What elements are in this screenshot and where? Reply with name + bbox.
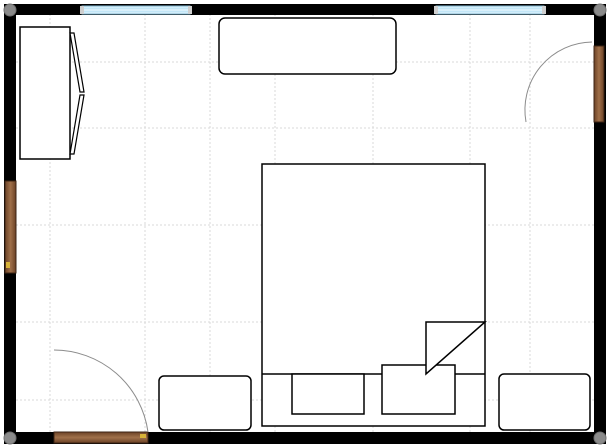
nightstand-right[interactable] (498, 373, 591, 431)
corner-posts (3, 3, 607, 445)
pillow (381, 364, 456, 415)
wardrobe-door (69, 32, 85, 93)
corner-post (3, 431, 17, 445)
dresser[interactable] (218, 17, 397, 75)
nightstand-left[interactable] (158, 375, 252, 431)
door-left[interactable] (4, 180, 17, 274)
door-right[interactable] (524, 41, 605, 123)
wall-bottom (4, 432, 606, 444)
door-swing-arc (53, 349, 149, 433)
bed[interactable] (261, 163, 487, 427)
corner-post (593, 3, 607, 17)
wardrobe[interactable] (19, 26, 85, 160)
pillow (291, 373, 365, 415)
wall-top (4, 4, 606, 15)
door-swing-arc (524, 41, 593, 123)
wardrobe-door (69, 94, 85, 155)
corner-post (593, 431, 607, 445)
corner-post (3, 3, 17, 17)
door-bottom[interactable] (53, 349, 149, 444)
window-left-top[interactable] (80, 5, 192, 15)
folded-blanket-corner (425, 321, 487, 376)
window-right-top[interactable] (434, 5, 546, 15)
